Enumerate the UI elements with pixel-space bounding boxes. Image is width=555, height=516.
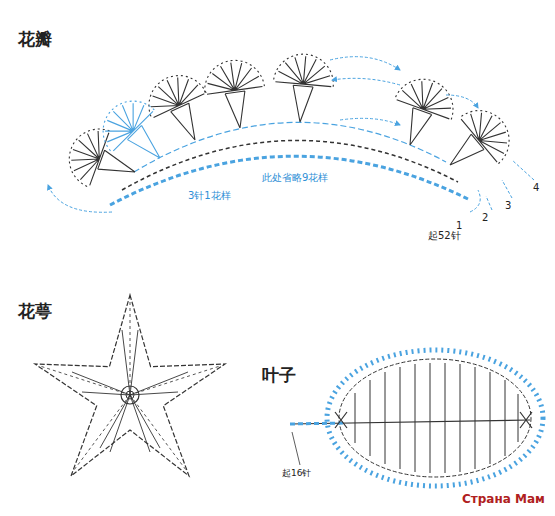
part-title: 叶子 xyxy=(262,366,296,386)
omission-note: 此处省略9花样 xyxy=(262,172,328,184)
leaf xyxy=(290,350,543,486)
direction-arrows xyxy=(48,57,534,213)
chain-row xyxy=(110,156,470,205)
row-number: 4 xyxy=(533,182,539,194)
start-chain-note: 起16针 xyxy=(282,468,311,478)
shell-fans xyxy=(61,52,522,201)
row-number: 1 xyxy=(456,220,462,232)
part-title: 花瓣 xyxy=(18,30,52,50)
repeat-note: 3针1花样 xyxy=(188,190,231,202)
sc-row xyxy=(122,140,458,190)
watermark: Страна Мам xyxy=(462,493,545,507)
shell-fan-highlight xyxy=(91,89,182,180)
start-chain-note: 起52针 xyxy=(428,230,461,242)
calyx-star xyxy=(35,295,225,476)
row-number: 3 xyxy=(505,200,511,212)
chain-row xyxy=(134,122,446,172)
part-title: 花萼 xyxy=(18,302,52,322)
row-number: 2 xyxy=(482,212,488,224)
